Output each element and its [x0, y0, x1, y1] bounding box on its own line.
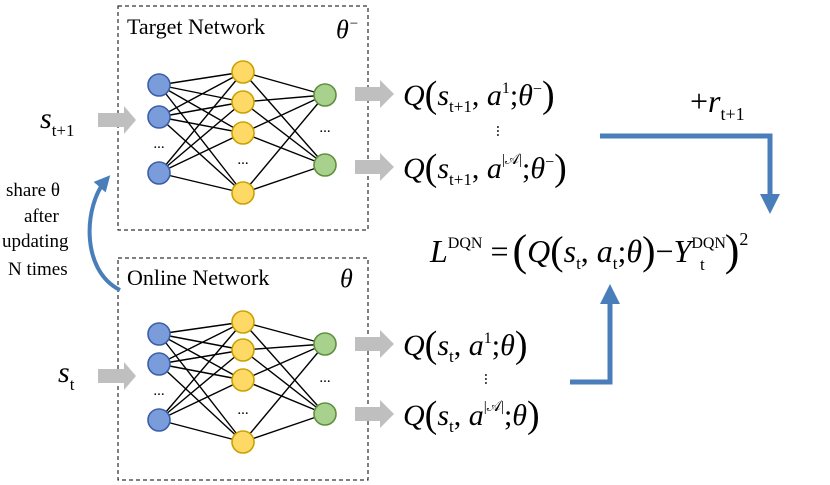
online-edge [242, 343, 326, 381]
target-edge [158, 172, 244, 194]
target-edge [242, 71, 326, 166]
target-layer-ellipsis: ... [319, 120, 330, 136]
target-edge [158, 84, 244, 103]
target-edge [242, 94, 326, 194]
target-output-node [313, 153, 337, 177]
state-input-label: st [58, 356, 75, 394]
online-edge [158, 321, 244, 365]
online-layer-ellipsis: ... [153, 383, 164, 399]
next-state-input-arrow [98, 106, 136, 134]
target-edge [242, 164, 326, 194]
online-edge [242, 343, 326, 443]
target-edge [158, 84, 244, 194]
target-edge [158, 132, 244, 174]
online-q-last: Q(st, a|𝒜|;θ) [403, 394, 540, 436]
target-hidden-node [231, 60, 255, 84]
target-hidden-node [231, 181, 255, 205]
target-hidden-node [231, 90, 255, 114]
share-note-line1: share θ [6, 180, 60, 201]
target-edge [158, 116, 244, 134]
online-input-node [147, 322, 171, 346]
online-network-title: Online Network [127, 265, 269, 290]
online-edge [242, 379, 326, 415]
online-output-arrow-2 [355, 400, 394, 428]
online-edge [242, 321, 326, 415]
online-edge [158, 333, 244, 443]
online-edge [242, 413, 326, 443]
target-edge [242, 71, 326, 96]
online-connections [158, 321, 326, 443]
target-edge [158, 71, 244, 118]
target-layer-ellipsis: ... [153, 136, 164, 152]
online-hidden-node [231, 430, 255, 454]
online-edge [158, 379, 244, 421]
online-layer-ellipsis: ... [319, 370, 330, 386]
target-edge [242, 132, 326, 166]
online-network-graph: ......... [147, 310, 337, 454]
online-edge [158, 349, 244, 421]
online-edge [158, 321, 244, 421]
target-edge [158, 71, 244, 174]
online-to-loss-arrow [570, 284, 620, 385]
target-hidden-node [231, 121, 255, 145]
target-input-node [147, 73, 171, 97]
target-input-node [147, 161, 171, 185]
target-connections [158, 71, 326, 194]
target-output-arrow-1 [355, 80, 394, 108]
online-input-node [147, 408, 171, 432]
target-edge [158, 101, 244, 174]
reward-term: +rt+1 [690, 83, 745, 124]
target-output-arrow-2 [355, 153, 394, 181]
state-input-arrow [98, 362, 136, 390]
online-edge [242, 343, 326, 351]
target-layer-ellipsis: ... [237, 152, 248, 168]
target-edge [242, 94, 326, 103]
online-edge [158, 419, 244, 443]
online-q-first: Q(st, a1;θ) [403, 324, 528, 366]
target-edge [158, 71, 244, 86]
target-edge [158, 101, 244, 118]
online-layer-ellipsis: ... [237, 402, 248, 418]
online-output-arrow-1 [355, 330, 394, 358]
online-edge [158, 349, 244, 365]
target-edge [242, 101, 326, 166]
target-input-node [147, 105, 171, 129]
share-params-curved-arrow [87, 175, 121, 292]
online-edge [158, 363, 244, 443]
share-note-line3: updating [2, 231, 69, 252]
share-note: share θ after updating N times [2, 180, 69, 280]
online-q-dots: ... [481, 373, 498, 385]
share-note-line2: after [24, 206, 59, 227]
target-to-loss-arrow [600, 133, 780, 214]
target-q-dots: ... [493, 125, 510, 137]
target-network-param: θ− [336, 15, 359, 44]
target-network-title: Target Network [127, 14, 265, 39]
target-output-node [313, 83, 337, 107]
online-edge [158, 333, 244, 351]
online-network-param: θ [340, 264, 353, 293]
target-q-last: Q(st+1, a|𝒜|;θ−) [403, 147, 567, 189]
online-edge [158, 321, 244, 335]
online-hidden-node [231, 338, 255, 362]
online-hidden-node [231, 310, 255, 334]
online-edge [242, 321, 326, 345]
online-hidden-node [231, 368, 255, 392]
online-output-node [313, 332, 337, 356]
target-q-first: Q(st+1, a1;θ−) [403, 74, 555, 116]
target-edge [242, 94, 326, 134]
target-edge [158, 116, 244, 194]
target-network-graph: ......... [147, 60, 337, 205]
online-input-node [147, 352, 171, 376]
online-edge [242, 349, 326, 415]
next-state-input-label: st+1 [40, 102, 75, 140]
online-output-node [313, 402, 337, 426]
share-note-line4: N times [8, 259, 68, 280]
